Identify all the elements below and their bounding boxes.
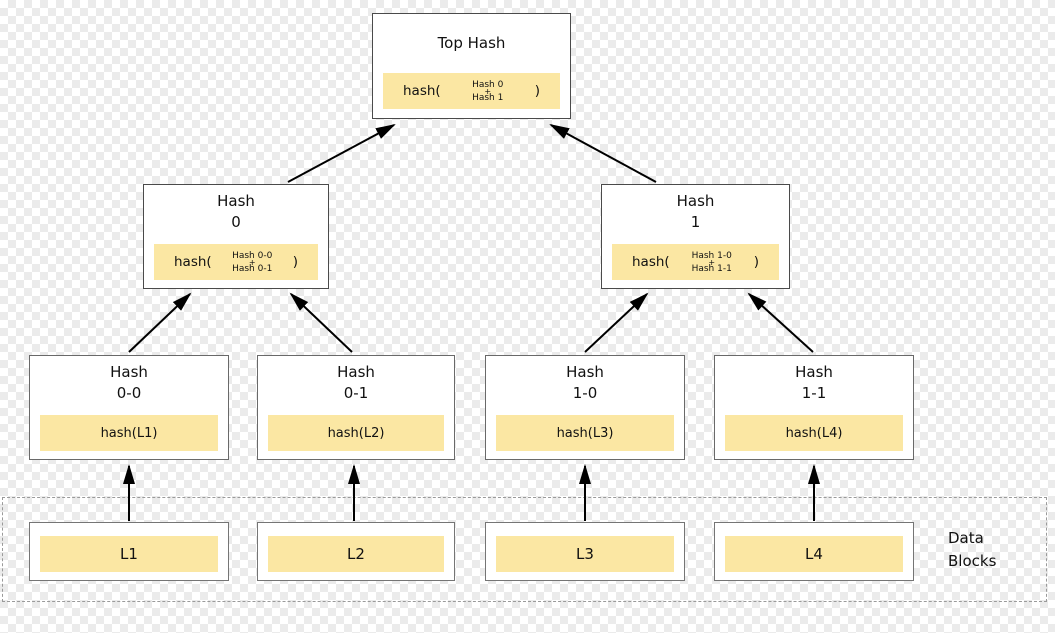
formula-prefix: hash( — [403, 83, 441, 99]
hash-1-title: Hash 1 — [676, 192, 715, 231]
data-blocks-dashed-region — [2, 497, 1047, 602]
hash-1-1-node: Hash 1-1 hash(L4) — [714, 355, 914, 460]
hash-0-0-node: Hash 0-0 hash(L1) — [29, 355, 229, 460]
hash-1-1-title: Hash 1-1 — [795, 363, 833, 402]
formula-operand2: Hash 0-1 — [232, 263, 273, 274]
formula-prefix: hash( — [174, 254, 212, 270]
data-block-l4-label: L4 — [725, 536, 903, 572]
data-block-l2: L2 — [257, 522, 455, 581]
formula-operands: Hash 0 + Hash 1 — [472, 79, 504, 103]
hash-0-1-formula: hash(L2) — [268, 415, 444, 451]
hash-0-0-title: Hash 0-0 — [110, 363, 148, 402]
formula-operand1: Hash 0 — [472, 79, 504, 90]
hash-1-formula: hash( Hash 1-0 + Hash 1-1 ) — [612, 244, 779, 280]
formula-operand1: Hash 0-0 — [232, 250, 273, 261]
formula-suffix: ) — [292, 254, 298, 270]
arrow-hash0-to-top — [287, 124, 396, 183]
formula-operands: Hash 1-0 + Hash 1-1 — [691, 250, 732, 274]
data-block-l1-label: L1 — [40, 536, 218, 572]
formula-operand2: Hash 1-1 — [691, 263, 732, 274]
hash-1-0-title: Hash 1-0 — [566, 363, 604, 402]
hash-0-0-formula: hash(L1) — [40, 415, 218, 451]
hash-0-1-node: Hash 0-1 hash(L2) — [257, 355, 455, 460]
arrow-hash01-to-hash0 — [289, 292, 353, 353]
plus-operator: + — [708, 257, 716, 267]
arrow-hash11-to-hash1 — [747, 292, 814, 353]
formula-operand1: Hash 1-0 — [691, 250, 732, 261]
data-block-l4: L4 — [714, 522, 914, 581]
formula-operands: Hash 0-0 + Hash 0-1 — [232, 250, 273, 274]
formula-operand2: Hash 1 — [472, 92, 504, 103]
formula-suffix: ) — [534, 83, 540, 99]
hash-1-0-formula: hash(L3) — [496, 415, 674, 451]
hash-0-1-title: Hash 0-1 — [337, 363, 375, 402]
arrow-hash00-to-hash0 — [128, 292, 192, 353]
data-block-l3-label: L3 — [496, 536, 674, 572]
hash-1-0-node: Hash 1-0 hash(L3) — [485, 355, 685, 460]
hash-1-1-formula: hash(L4) — [725, 415, 903, 451]
formula-suffix: ) — [753, 254, 759, 270]
hash-0-title: Hash 0 — [217, 192, 255, 231]
formula-prefix: hash( — [632, 254, 670, 270]
top-hash-title: Top Hash — [437, 34, 506, 52]
top-hash-formula: hash( Hash 0 + Hash 1 ) — [383, 73, 560, 109]
arrow-hash1-to-top — [549, 124, 657, 183]
plus-operator: + — [248, 257, 256, 267]
data-blocks-caption: Data Blocks — [948, 529, 997, 570]
arrow-hash10-to-hash1 — [584, 292, 649, 353]
data-block-l3: L3 — [485, 522, 685, 581]
data-block-l1: L1 — [29, 522, 229, 581]
top-hash-node: Top Hash hash( Hash 0 + Hash 1 ) — [372, 13, 571, 119]
hash-0-node: Hash 0 hash( Hash 0-0 + Hash 0-1 ) — [143, 184, 329, 289]
data-block-l2-label: L2 — [268, 536, 444, 572]
hash-0-formula: hash( Hash 0-0 + Hash 0-1 ) — [154, 244, 318, 280]
plus-operator: + — [484, 86, 492, 96]
hash-1-node: Hash 1 hash( Hash 1-0 + Hash 1-1 ) — [601, 184, 790, 289]
